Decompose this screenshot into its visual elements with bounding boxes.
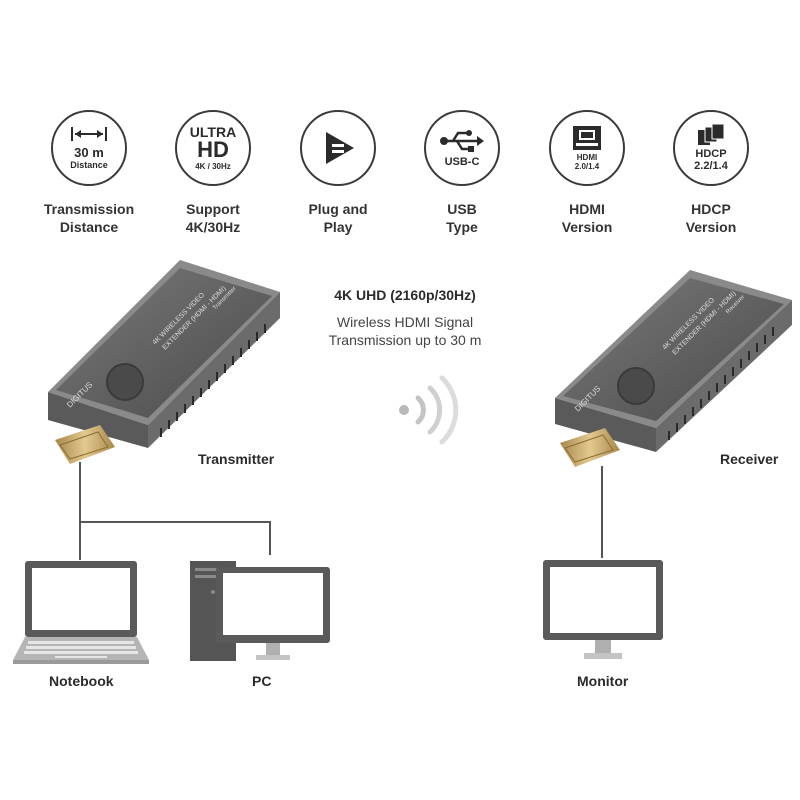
resolution-headline: 4K UHD (2160p/30Hz) <box>334 287 476 303</box>
connection-lines <box>79 462 603 560</box>
feature-caption: Support <box>186 201 240 217</box>
wireless-signal-icon <box>399 375 459 445</box>
hdmi-version-text: 2.0/1.4 <box>574 162 600 171</box>
hdcp-version-text: 2.2/1.4 <box>694 160 728 172</box>
monitor-label: Monitor <box>577 673 629 689</box>
signal-description: Wireless HDMI Signal <box>336 314 474 330</box>
pc-icon <box>190 561 330 661</box>
feature-caption: HDMI <box>569 201 605 217</box>
pairing-button-icon <box>106 363 144 401</box>
hdmi-icon: HDMI 2.0/1.4 <box>549 110 625 186</box>
pc-label: PC <box>252 673 272 689</box>
feature-caption: Version <box>685 219 737 235</box>
feature-caption: USB <box>447 201 477 217</box>
range-description: Transmission up to 30 m <box>328 332 482 348</box>
notebook-icon <box>13 561 149 664</box>
hd-text: HD <box>197 137 229 162</box>
feature-hdcp-version: HDCP 2.2/1.4 HDCP Version <box>651 110 771 236</box>
usb-icon: USB-C <box>424 110 500 186</box>
feature-caption: Version <box>561 219 613 235</box>
hdcp-icon: HDCP 2.2/1.4 <box>673 110 749 186</box>
pairing-button-icon <box>617 367 655 405</box>
feature-caption: Transmission <box>43 201 135 217</box>
usb-c-text: USB-C <box>444 155 480 168</box>
specs-summary: 4K UHD (2160p/30Hz) Wireless HDMI Signal… <box>300 287 510 349</box>
feature-caption: Play <box>323 219 353 235</box>
notebook-label: Notebook <box>49 673 114 689</box>
feature-caption: 4K/30Hz <box>185 219 241 235</box>
play-plug-icon <box>326 132 354 164</box>
feature-4k-support: ULTRA HD 4K / 30Hz Support 4K/30Hz <box>153 110 273 236</box>
hdcp-text: HDCP <box>695 148 727 160</box>
distance-icon: 30 m Distance <box>51 110 127 186</box>
transmitter-device <box>48 260 280 464</box>
hdmi-text: HDMI <box>576 153 598 162</box>
feature-usb-type: USB-C USB Type <box>402 110 522 236</box>
resolution-text: 4K / 30Hz <box>195 162 231 171</box>
plug-and-play-icon <box>300 110 376 186</box>
documents-stack-icon <box>698 124 725 145</box>
usb-trident-icon <box>440 129 484 152</box>
double-arrow-icon <box>71 127 107 141</box>
hdmi-port-icon <box>573 126 601 150</box>
distance-value: 30 m <box>74 145 104 160</box>
feature-caption: Plug and <box>308 201 368 217</box>
feature-hdmi-version: HDMI 2.0/1.4 HDMI Version <box>527 110 647 236</box>
receiver-device <box>555 270 792 467</box>
receiver-label: Receiver <box>720 451 779 467</box>
monitor-icon <box>543 560 663 659</box>
feature-caption: HDCP <box>691 201 731 217</box>
distance-unit-label: Distance <box>70 160 108 170</box>
feature-caption: Distance <box>59 219 119 235</box>
transmitter-label: Transmitter <box>198 451 275 467</box>
feature-caption: Type <box>446 219 478 235</box>
ultra-hd-icon: ULTRA HD 4K / 30Hz <box>175 110 251 186</box>
ultra-text: ULTRA <box>189 124 237 140</box>
